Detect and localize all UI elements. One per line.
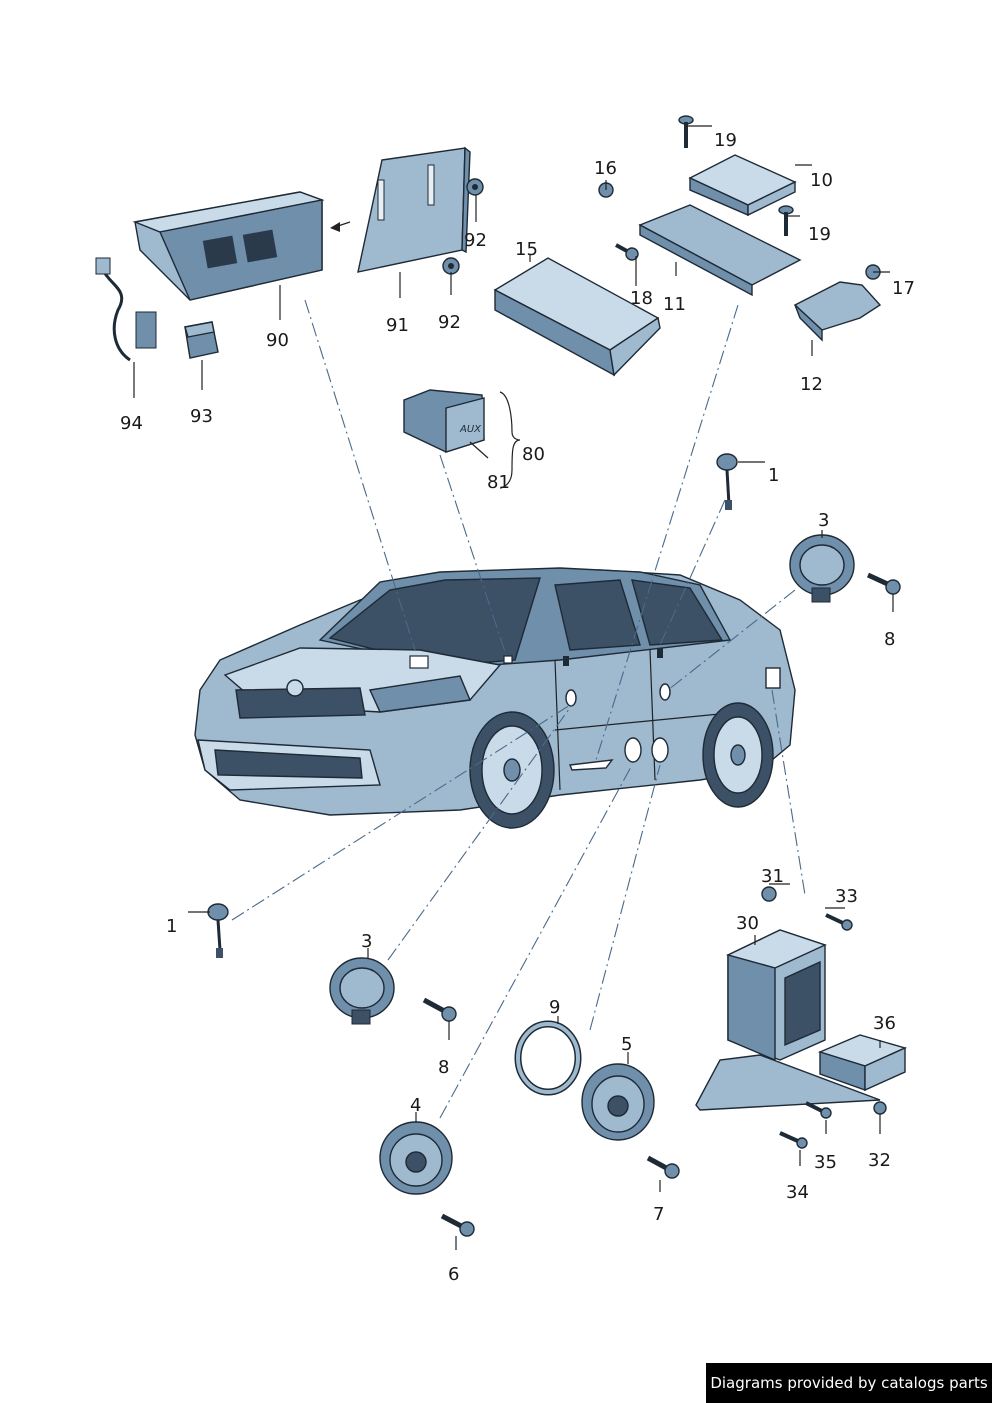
part-92-nut-bottom: [442, 257, 460, 275]
callout-7: 7: [653, 1204, 664, 1225]
callout-19: 19: [714, 130, 737, 151]
dashed-connector-lines: [231, 299, 806, 1119]
callout-35: 35: [814, 1152, 837, 1173]
callout-92: 92: [438, 312, 461, 333]
callout-1: 1: [166, 916, 177, 937]
part-6-screw: [440, 1213, 475, 1237]
callout-9: 9: [549, 997, 560, 1018]
part-15-cover: [493, 257, 661, 377]
part-19-screw-right: [778, 205, 794, 236]
callout-80: 80: [522, 444, 545, 465]
part-30-holder-bracket: [695, 929, 881, 1111]
callout-4: 4: [410, 1095, 421, 1116]
part-31-screw: [761, 886, 777, 902]
part-4-speaker: [379, 1121, 453, 1195]
part-3-speaker-top: [789, 534, 855, 603]
callout-15: 15: [515, 239, 538, 260]
callout-17: 17: [892, 278, 915, 299]
part-8-screw-bottom: [422, 997, 457, 1022]
callout-81: 81: [487, 472, 510, 493]
part-7-screw: [646, 1155, 680, 1179]
callout-93: 93: [190, 406, 213, 427]
part-92-nut-top: [466, 178, 484, 196]
callout-8: 8: [884, 629, 895, 650]
part-33-screw: [825, 913, 853, 931]
part-94-cable: [95, 257, 157, 362]
part-93-connector: [184, 321, 219, 359]
callout-3: 3: [818, 510, 829, 531]
part-18-screw: [615, 243, 639, 261]
callout-11: 11: [663, 294, 686, 315]
callout-94: 94: [120, 413, 143, 434]
part-36-module: [817, 1034, 908, 1092]
part-90-radio-unit: [132, 191, 351, 301]
part-1-tweeter-top: [716, 453, 738, 510]
callout-10: 10: [810, 170, 833, 191]
part-5-speaker: [581, 1063, 655, 1141]
part-8-screw-top: [866, 572, 901, 595]
bracket-80: [499, 391, 521, 489]
callout-91: 91: [386, 315, 409, 336]
callout-numbers: 19 10 19 16 15 18 11 17 12 92 92 91 90 9…: [120, 130, 915, 1285]
callout-36: 36: [873, 1013, 896, 1034]
part-81-aux-socket: AUX: [403, 389, 485, 453]
callout-19: 19: [808, 224, 831, 245]
part-11-mounting-plate: [638, 204, 802, 297]
callout-leaders: [133, 125, 894, 1250]
credit-banner: Diagrams provided by catalogs parts: [706, 1363, 992, 1403]
part-32-nut: [873, 1101, 887, 1115]
part-19-screw-top: [678, 115, 694, 148]
callout-6: 6: [448, 1264, 459, 1285]
callout-92: 92: [464, 230, 487, 251]
callout-8: 8: [438, 1057, 449, 1078]
callout-3: 3: [361, 931, 372, 952]
part-1-tweeter-bottom: [207, 903, 229, 958]
callout-32: 32: [868, 1150, 891, 1171]
part-9-ring: [514, 1020, 582, 1096]
part-91-bracket-plate: [357, 146, 471, 273]
aux-label: AUX: [459, 424, 482, 435]
part-10-control-unit: [688, 154, 797, 217]
callout-18: 18: [630, 288, 653, 309]
callout-5: 5: [621, 1034, 632, 1055]
callout-16: 16: [594, 158, 617, 179]
callout-31: 31: [761, 866, 784, 887]
callout-1: 1: [768, 465, 779, 486]
callout-12: 12: [800, 374, 823, 395]
part-35-screw: [805, 1101, 832, 1119]
car-illustration: [194, 567, 796, 829]
callout-90: 90: [266, 330, 289, 351]
callout-33: 33: [835, 886, 858, 907]
part-3-speaker-bottom: [329, 957, 395, 1025]
callout-34: 34: [786, 1182, 809, 1203]
part-12-bracket: [793, 281, 882, 342]
callout-30: 30: [736, 913, 759, 934]
part-34-screw: [779, 1131, 808, 1149]
